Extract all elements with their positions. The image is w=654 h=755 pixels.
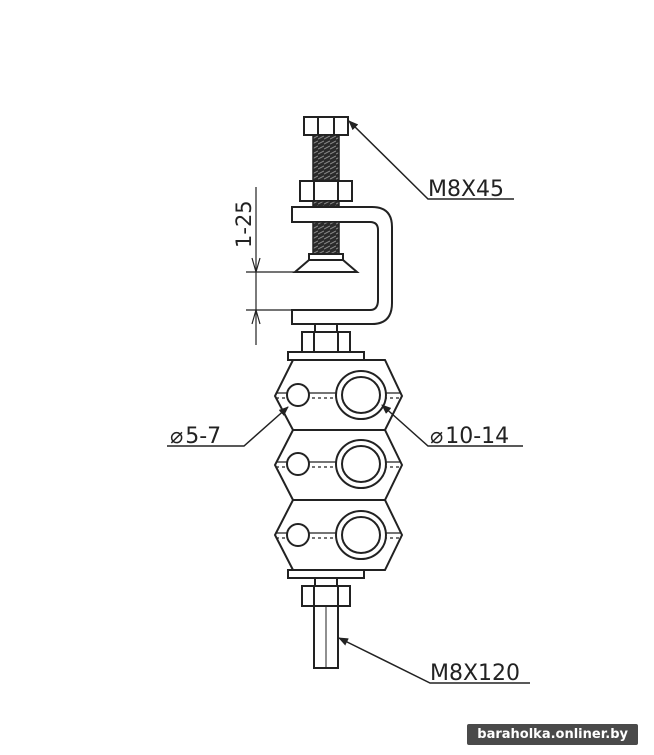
top-bolt-head <box>303 116 349 136</box>
large-hole-size: 10-14 <box>445 424 509 449</box>
leader-bottom-bolt <box>338 637 530 684</box>
connecting-nut <box>301 323 351 353</box>
label-large-hole: ⌀10-14 <box>430 424 509 449</box>
dimension-clamp-range <box>246 187 298 345</box>
lock-nut <box>299 180 353 202</box>
top-bolt <box>299 116 353 210</box>
small-hole-size: 5-7 <box>185 424 221 449</box>
pressure-plate <box>292 259 360 273</box>
bottom-bolt <box>301 577 351 669</box>
label-clamp-range: 1-25 <box>232 200 256 248</box>
watermark: baraholka.onliner.by <box>467 724 638 745</box>
label-bottom-bolt: M8X120 <box>430 661 520 686</box>
small-hole-2 <box>286 452 310 476</box>
label-top-bolt: M8X45 <box>428 177 504 202</box>
leader-large-hole <box>381 404 523 447</box>
small-hole-1 <box>286 383 310 407</box>
leader-small-hole <box>167 406 289 447</box>
clamp-block-3 <box>273 499 404 571</box>
label-small-hole: ⌀5-7 <box>170 424 221 449</box>
c-clamp <box>291 206 393 325</box>
diameter-symbol-small: ⌀ <box>170 424 183 449</box>
leader-top-bolt <box>348 120 514 200</box>
diameter-symbol-large: ⌀ <box>430 424 443 449</box>
top-bolt-thread <box>312 134 340 182</box>
clamp-block-1 <box>273 359 404 431</box>
clamp-block-2 <box>273 429 404 501</box>
small-hole-3 <box>286 523 310 547</box>
